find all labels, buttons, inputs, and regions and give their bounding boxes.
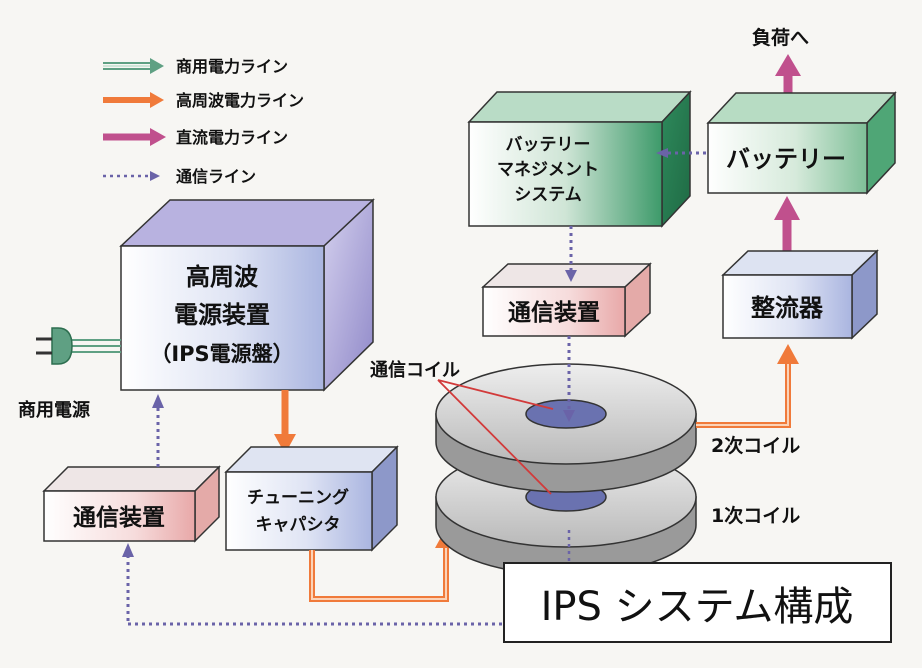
hf-power-label-3: （IPS電源盤） <box>150 342 293 366</box>
plug-icon <box>36 327 121 365</box>
hf-power-label-2: 電源装置 <box>174 301 270 329</box>
legend-commercial-label: 商用電力ライン <box>176 57 288 76</box>
comm-left-to-hf-link <box>152 394 164 467</box>
commercial-power-label: 商用電源 <box>18 399 90 421</box>
legend-comm-label: 通信ライン <box>176 167 256 186</box>
comm-coil-pointers <box>437 379 554 495</box>
secondary-coil-label: 2次コイル <box>711 434 800 457</box>
bms-label-3: システム <box>514 185 582 205</box>
hf-power-supply: 高周波 電源装置 （IPS電源盤） <box>119 198 375 392</box>
comm-coil-label: 通信コイル <box>370 359 460 381</box>
battery-management-system: バッテリー マネジメント システム <box>467 90 692 228</box>
rectifier: 整流器 <box>721 249 879 340</box>
hf-power-label-1: 高周波 <box>186 263 259 291</box>
load-label: 負荷へ <box>752 26 809 49</box>
rectifier-battery-dc-arrow <box>774 196 800 252</box>
system-title: IPS システム構成 <box>541 584 854 630</box>
system-title-box: IPS システム構成 <box>503 562 892 643</box>
legend-dc-label: 直流電力ライン <box>176 128 288 147</box>
hf-to-tuning-arrow <box>274 390 296 454</box>
tuning-cap-label-1: チューニング <box>247 487 349 508</box>
comm-device-right-label: 通信装置 <box>508 299 600 326</box>
primary-coil-label: 1次コイル <box>711 504 800 527</box>
rectifier-label: 整流器 <box>751 294 824 322</box>
legend: 商用電力ライン 高周波電力ライン 直流電力ライン 通信ライン <box>103 57 304 186</box>
bms-label-1: バッテリー <box>506 135 591 155</box>
coil-comm-link <box>563 336 575 562</box>
legend-hf-label: 高周波電力ライン <box>176 91 304 110</box>
bms-battery-comm-link <box>656 148 708 158</box>
secondary-coil <box>435 363 697 493</box>
bms-label-2: マネジメント <box>497 160 599 180</box>
legend-commercial-line: 商用電力ライン <box>103 57 288 76</box>
secondary-to-rectifier-arrow <box>696 344 799 428</box>
legend-hf-line: 高周波電力ライン <box>103 91 304 110</box>
tuning-cap-label-2: キャパシタ <box>256 515 341 535</box>
bms-to-comm-link <box>565 226 577 282</box>
bottom-comm-link <box>122 543 505 626</box>
comm-device-right: 通信装置 <box>481 262 652 338</box>
legend-dc-line: 直流電力ライン <box>103 128 288 147</box>
battery-box: バッテリー <box>706 91 897 195</box>
battery-label: バッテリー <box>726 145 846 173</box>
legend-comm-line: 通信ライン <box>103 167 256 186</box>
comm-device-left: 通信装置 <box>42 465 221 543</box>
comm-device-left-label: 通信装置 <box>73 504 165 531</box>
tuning-capacitor: チューニング キャパシタ <box>224 445 399 552</box>
